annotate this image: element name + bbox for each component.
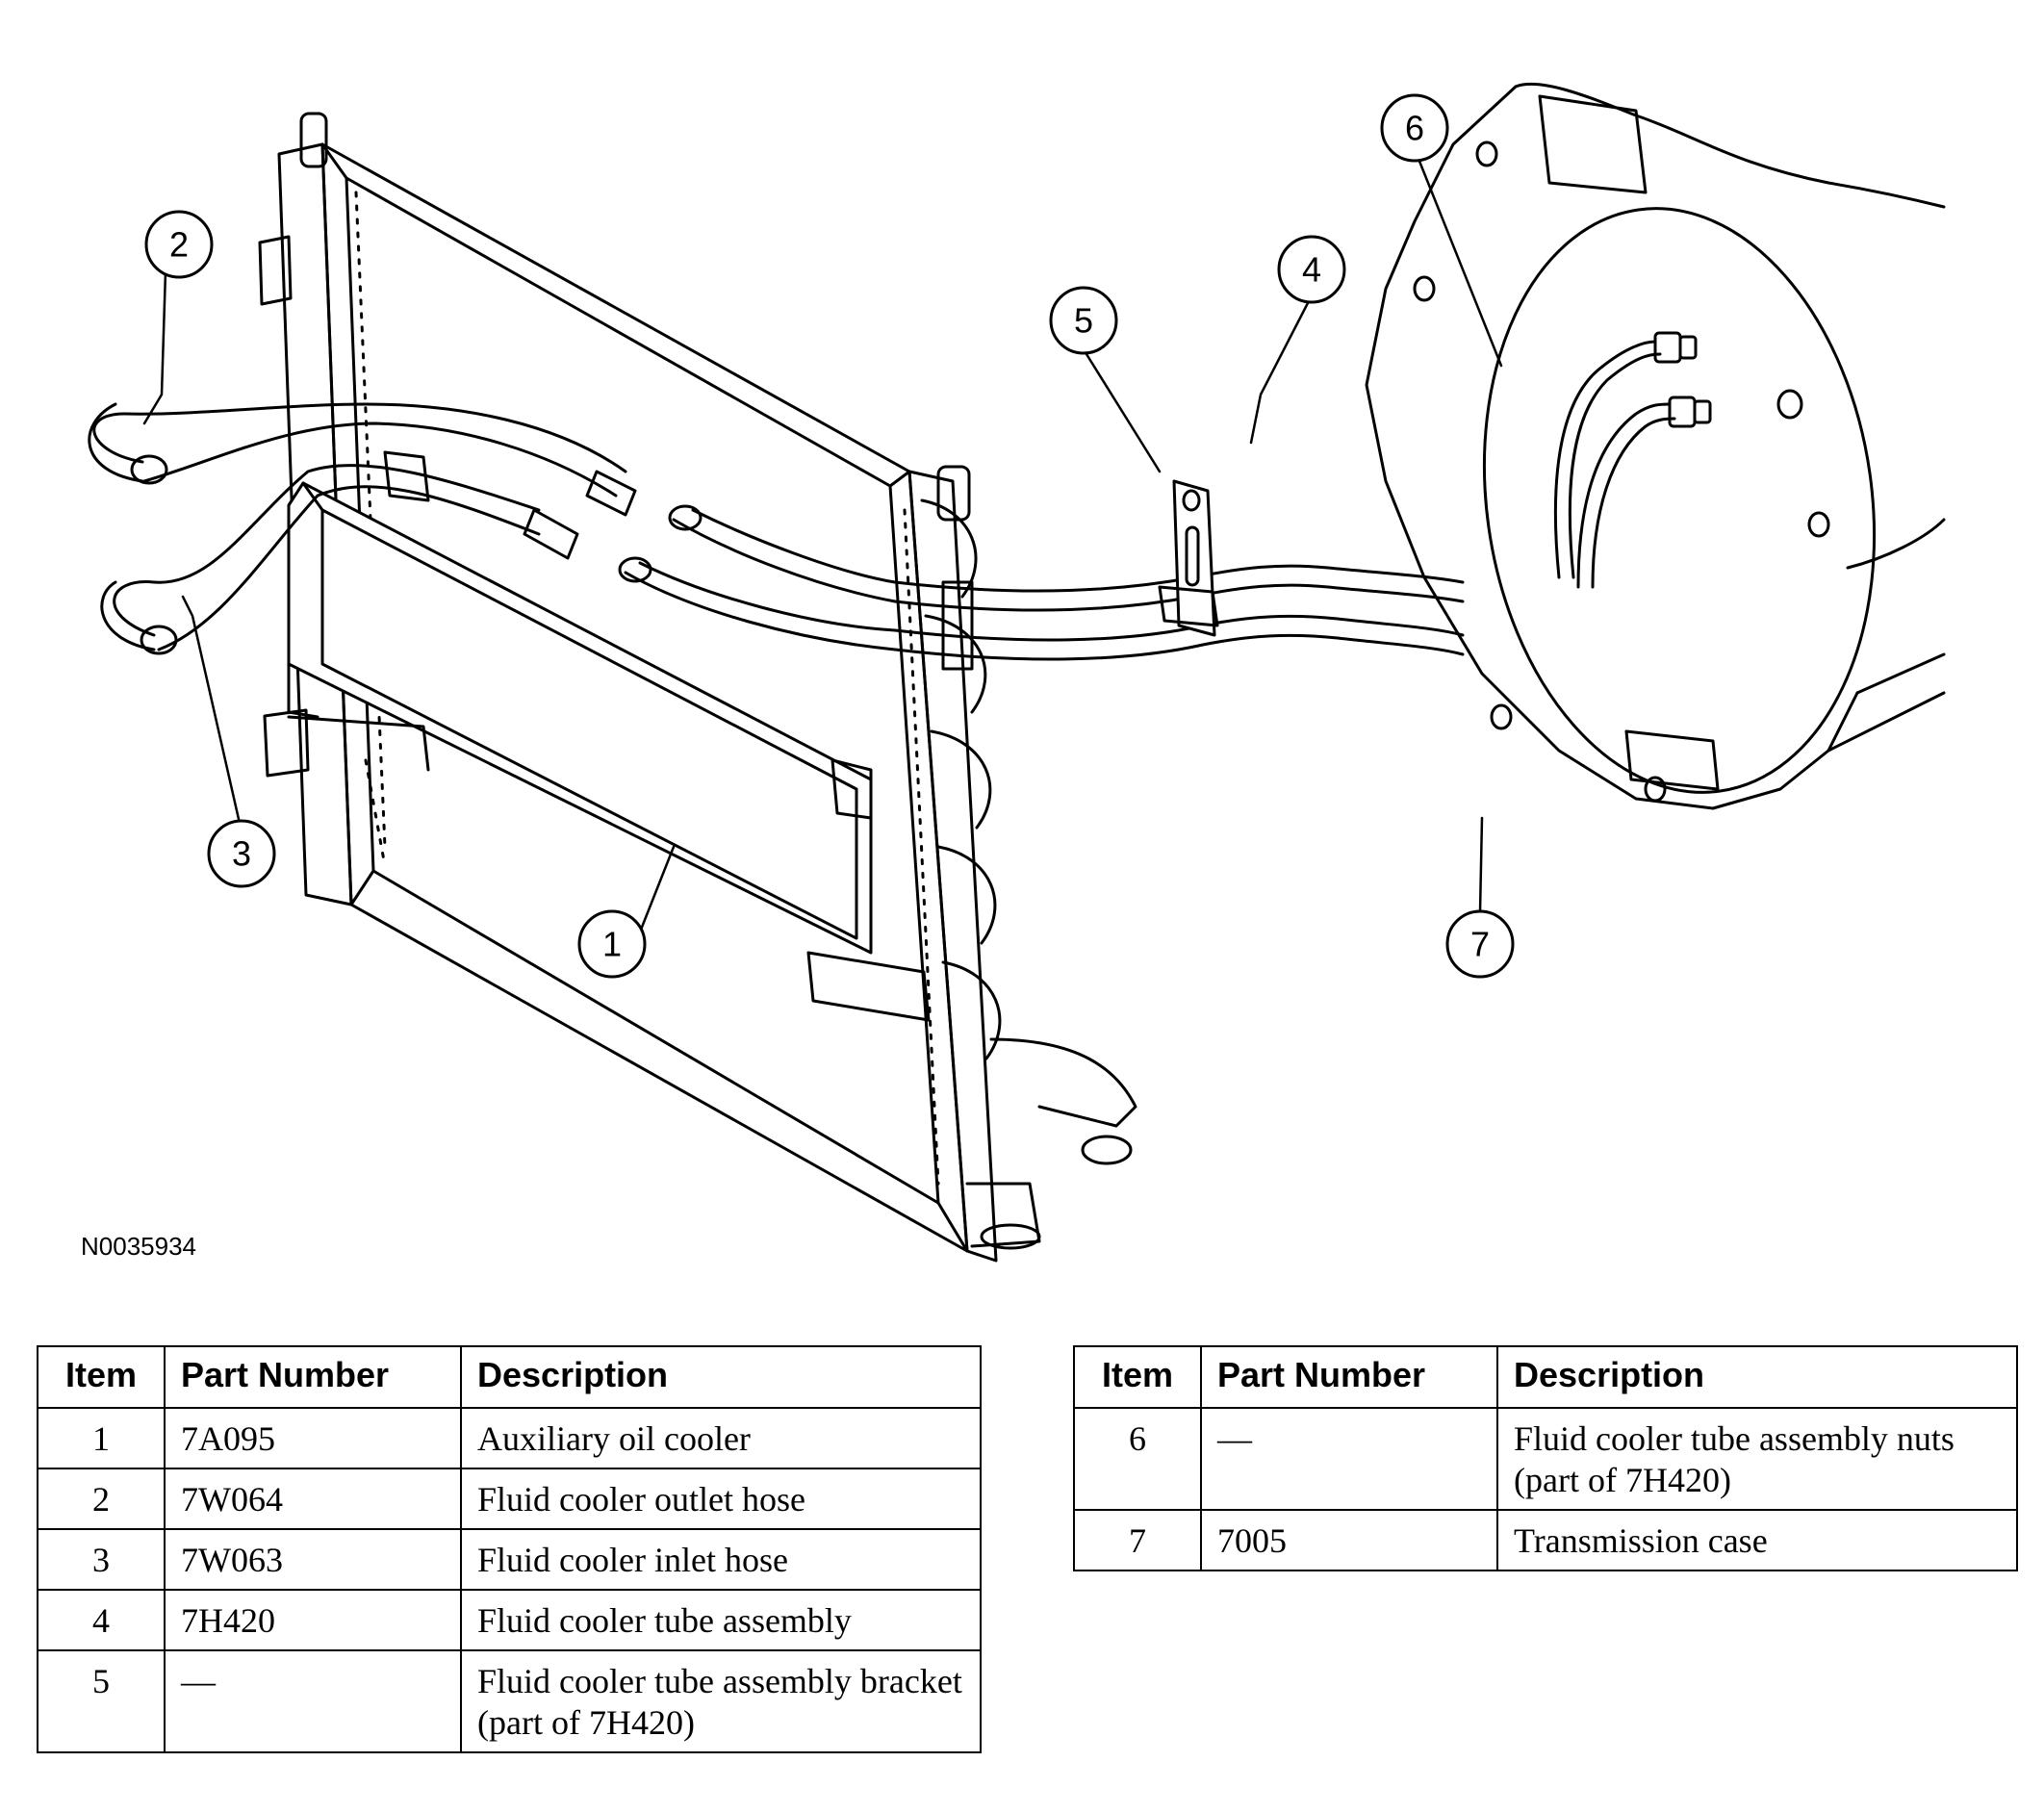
header-description: Description [1496,1345,2018,1409]
svg-text:4: 4 [1302,250,1321,290]
svg-text:7: 7 [1470,925,1490,964]
cell-description: Fluid cooler inlet hose [460,1528,982,1591]
callout-leaders [142,147,1503,932]
header-description: Description [460,1345,982,1409]
figure-id-label: N0035934 [81,1232,196,1261]
callout-6: 6 [1380,93,1449,163]
cell-item: 4 [37,1589,166,1651]
fluid-cooler-outlet-hose-drawing [88,402,637,517]
cell-description: Fluid cooler tube assembly bracket (part… [460,1649,982,1753]
callout-1: 1 [577,909,647,979]
table-row: 6 — Fluid cooler tube assembly nuts (par… [1073,1407,2018,1511]
svg-text:3: 3 [232,834,251,874]
cell-part-number: 7A095 [164,1407,462,1469]
callout-5: 5 [1049,286,1118,355]
cell-description: Fluid cooler tube assembly [460,1589,982,1651]
auxiliary-oil-cooler-drawing [287,450,931,1022]
cell-part-number: 7W063 [164,1528,462,1591]
cell-item: 1 [37,1407,166,1469]
fluid-cooler-inlet-hose-drawing [100,464,579,655]
table-row: 2 7W064 Fluid cooler outlet hose [37,1468,982,1530]
cell-item: 6 [1073,1407,1202,1511]
tube-bracket-drawing [1158,479,1219,637]
cell-part-number: 7W064 [164,1468,462,1530]
callout-3: 3 [207,819,276,888]
header-item: Item [37,1345,166,1409]
cell-item: 3 [37,1528,166,1591]
cell-description: Fluid cooler outlet hose [460,1468,982,1530]
table-row: 1 7A095 Auxiliary oil cooler [37,1407,982,1469]
table-header-row: Item Part Number Description [1073,1345,2018,1409]
header-part-number: Part Number [164,1345,462,1409]
cell-item: 2 [37,1468,166,1530]
table-row: 4 7H420 Fluid cooler tube assembly [37,1589,982,1651]
cell-description: Auxiliary oil cooler [460,1407,982,1469]
fluid-cooler-tube-assembly-drawing [893,564,1465,671]
table-row: 7 7005 Transmission case [1073,1509,2018,1571]
svg-text:1: 1 [602,925,622,964]
table-header-row: Item Part Number Description [37,1345,982,1409]
cell-part-number: 7005 [1200,1509,1498,1571]
cell-part-number: — [164,1649,462,1753]
cell-part-number: 7H420 [164,1589,462,1651]
parts-table-right: Item Part Number Description 6 — Fluid c… [1073,1345,2018,1571]
transmission-case-drawing [1365,82,1946,810]
cell-item: 5 [37,1649,166,1753]
cell-description: Transmission case [1496,1509,2018,1571]
table-row: 3 7W063 Fluid cooler inlet hose [37,1528,982,1591]
callout-7: 7 [1445,909,1515,979]
table-row: 5 — Fluid cooler tube assembly bracket (… [37,1649,982,1753]
svg-text:6: 6 [1405,109,1424,148]
cooler-pipe-stubs [618,504,897,651]
header-item: Item [1073,1345,1202,1409]
header-part-number: Part Number [1200,1345,1498,1409]
callout-4: 4 [1277,235,1346,304]
cell-part-number: — [1200,1407,1498,1511]
cell-item: 7 [1073,1509,1202,1571]
exploded-view-diagram: 1 2 3 4 5 6 7 [88,82,1946,1263]
parts-table-left: Item Part Number Description 1 7A095 Aux… [37,1345,982,1753]
callout-2: 2 [144,210,214,279]
cell-description: Fluid cooler tube assembly nuts (part of… [1496,1407,2018,1511]
svg-text:2: 2 [169,225,189,265]
svg-text:5: 5 [1074,301,1093,341]
